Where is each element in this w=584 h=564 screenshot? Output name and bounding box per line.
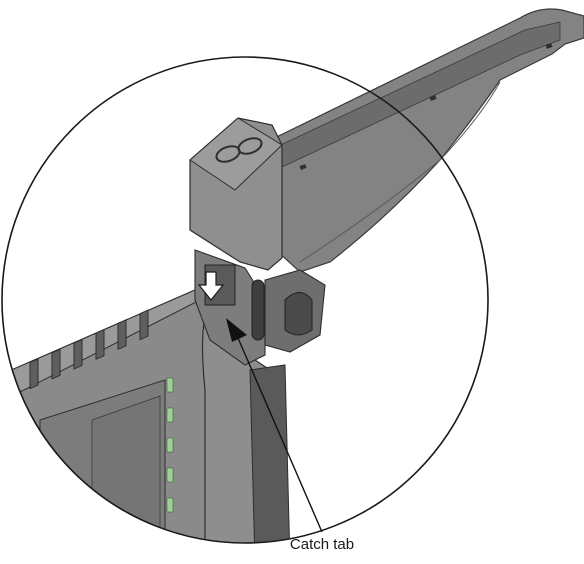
base-module [2, 289, 211, 543]
callout-arrow-icon [226, 318, 323, 533]
clamp-head [189, 117, 326, 366]
catch-tab-label: Catch tab [289, 536, 355, 553]
magnifier-circle [1, 56, 489, 544]
down-arrow-icon [197, 271, 225, 301]
mounting-post [201, 316, 291, 543]
lever-arm [249, 8, 584, 273]
